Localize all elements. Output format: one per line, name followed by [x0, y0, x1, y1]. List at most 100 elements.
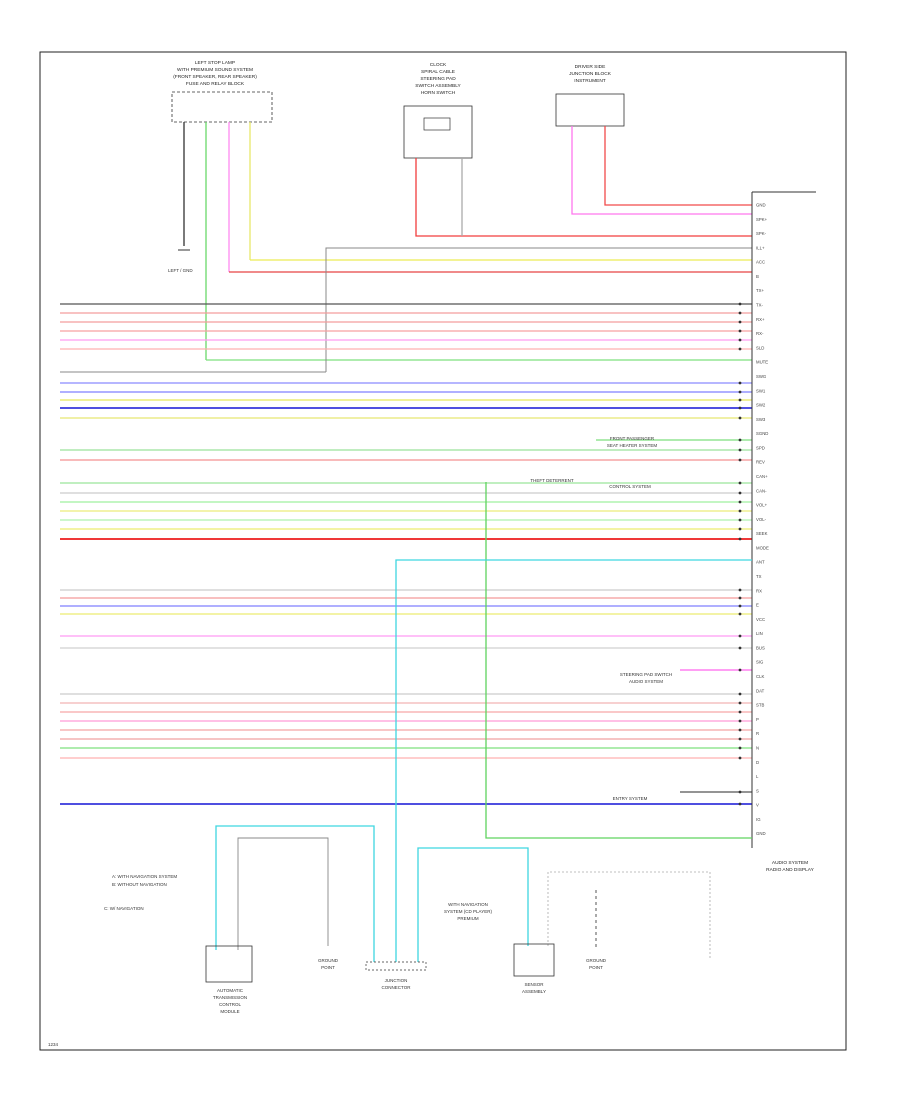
- wire-terminal-dot: [738, 481, 742, 485]
- module-pin-label: SW2: [756, 403, 766, 408]
- diagram-frame: [39, 51, 847, 1051]
- cyan-wire-3: [417, 847, 529, 962]
- wire-terminal-dot: [738, 588, 742, 592]
- center-top-component: CLOCK SPIRAL CABLE STEERING PAD SWITCH A…: [403, 62, 473, 159]
- wire-terminal-dot: [738, 311, 742, 315]
- module-pin-label: IG: [756, 817, 761, 822]
- right-top-title-1: DRIVER SIDE: [575, 64, 606, 70]
- module-pin-label: SLD: [756, 345, 764, 350]
- notes: A: WITH NAVIGATION SYSTEM B: WITHOUT NAV…: [104, 874, 177, 911]
- wire-terminal-dot: [738, 509, 742, 513]
- center-top-box: [403, 105, 473, 159]
- module-pin-label: B: [756, 274, 759, 279]
- left-top-title-4: FUSE AND RELAY BLOCK: [186, 81, 245, 87]
- module-pin-label: CLK: [756, 674, 764, 679]
- module-pin-label: TX-: [756, 303, 763, 308]
- module-pin-label: SPK+: [756, 217, 768, 222]
- bottom-gnd-title-2: POINT: [321, 965, 335, 970]
- wire-terminal-dot: [738, 347, 742, 351]
- module-pin-label: R: [756, 731, 759, 736]
- module-pin-label: MODE: [756, 545, 769, 550]
- green-vertical-wire: [485, 482, 752, 839]
- wire-terminal-dot: [738, 710, 742, 714]
- wire-terminal-dot: [738, 398, 742, 402]
- wire-terminal-dot: [738, 719, 742, 723]
- module-pin-label: RX+: [756, 317, 765, 322]
- bottom-left-component: AUTOMATIC TRANSMISSION CONTROL MODULE: [205, 945, 253, 1014]
- bottom-center-title-2: CONNECTOR: [382, 985, 412, 990]
- bottom-right-component: SENSOR ASSEMBLY: [513, 943, 555, 994]
- steering-label-1: STEERING PAD SWITCH: [620, 672, 672, 677]
- center-top-wires: [415, 158, 752, 237]
- module-pin-label: VOL-: [756, 517, 767, 522]
- wire-terminal-dot: [738, 634, 742, 638]
- module-pin-label: SEEK: [756, 531, 768, 536]
- module-pin-label: SWG: [756, 374, 767, 379]
- bottom-left-title-2: TRANSMISSION: [213, 995, 247, 1000]
- module-pin-label: LIN: [756, 631, 763, 636]
- footer-code: 1234: [48, 1042, 59, 1047]
- wire-terminal-dot: [738, 668, 742, 672]
- wire-terminal-dot: [738, 604, 742, 608]
- harness-lines: [60, 302, 752, 806]
- module-pin-label: SIG: [756, 660, 764, 665]
- module-title-2: RADIO AND DISPLAY: [766, 867, 814, 873]
- wire-terminal-dot: [738, 537, 742, 541]
- bottom-far-right-component: GROUND POINT: [586, 958, 607, 970]
- module-pin-label: D: [756, 760, 759, 765]
- wire-terminal-dot: [738, 728, 742, 732]
- module-pin-label: VOL+: [756, 503, 768, 508]
- bottom-ground-component: GROUND POINT: [318, 958, 339, 970]
- ground-label-left: LEFT / GND: [168, 268, 193, 273]
- gray-wire-bottom: [237, 837, 329, 950]
- center-top-title-5: HORN SWITCH: [421, 90, 456, 96]
- right-top-title-2: JUNCTION BLOCK: [569, 71, 612, 77]
- bottom-center-title-1: JUNCTION: [385, 978, 408, 983]
- wire-terminal-dot: [738, 500, 742, 504]
- module-pin-label: SGND: [756, 431, 768, 436]
- bottom-right-title-1: SENSOR: [524, 982, 544, 987]
- wire-terminal-dot: [738, 406, 742, 410]
- theft-label-2: CONTROL SYSTEM: [609, 484, 651, 489]
- bottom-left-title-3: CONTROL: [219, 1002, 241, 1007]
- module-pin-label: VCC: [756, 617, 765, 622]
- wire-terminal-dot: [738, 756, 742, 760]
- gray-dashed-bottom: [547, 871, 711, 960]
- wire-terminal-dot: [738, 390, 742, 394]
- center-top-title-3: STEERING PAD: [420, 76, 456, 82]
- audio-module: GNDSPK+SPK-ILL+ACCBTX+TX-RX+RX-SLDMUTESW…: [751, 191, 816, 873]
- module-pin-label: SPK-: [756, 231, 767, 236]
- module-pin-label: REV: [756, 460, 765, 465]
- wire-terminal-dot: [738, 381, 742, 385]
- module-pin-label: DAT: [756, 688, 765, 693]
- bottom-far-right-title-1: GROUND: [586, 958, 607, 963]
- left-top-title-2: WITH PREMIUM SOUND SYSTEM: [177, 67, 253, 73]
- module-pin-label: MUTE: [756, 360, 768, 365]
- module-pin-label: RX-: [756, 331, 764, 336]
- right-top-box: [555, 93, 625, 127]
- module-pin-label: V: [756, 803, 759, 808]
- wire-terminal-dot: [738, 329, 742, 333]
- module-pin-label: E: [756, 603, 759, 608]
- left-top-connector: [171, 91, 273, 123]
- module-title-1: AUDIO SYSTEM: [772, 860, 808, 866]
- wire-terminal-dot: [738, 646, 742, 650]
- side-labels: FRONT PASSENGER SEAT HEATER SYSTEM THEFT…: [444, 436, 672, 921]
- module-pin-label: SW1: [756, 388, 766, 393]
- wire-terminal-dot: [738, 527, 742, 531]
- module-pin-label: GND: [756, 831, 766, 836]
- module-pin-label: SPD: [756, 445, 765, 450]
- bottom-center-connector: [365, 961, 427, 971]
- module-pin-label: ACC: [756, 260, 765, 265]
- module-pin-label: SW3: [756, 417, 766, 422]
- bottom-gnd-title-1: GROUND: [318, 958, 339, 963]
- entry-label: ENTRY SYSTEM: [613, 796, 648, 801]
- wire-terminal-dot: [738, 518, 742, 522]
- left-top-ground: LEFT / GND: [168, 249, 193, 273]
- wire-terminal-dot: [738, 692, 742, 696]
- note-1: A: WITH NAVIGATION SYSTEM: [112, 874, 177, 879]
- wire-terminal-dot: [738, 302, 742, 306]
- left-top-title-1: LEFT STOP LAMP: [195, 60, 235, 66]
- right-top-component: DRIVER SIDE JUNCTION BLOCK INSTRUMENT: [555, 64, 625, 127]
- bottom-right-box: [513, 943, 555, 977]
